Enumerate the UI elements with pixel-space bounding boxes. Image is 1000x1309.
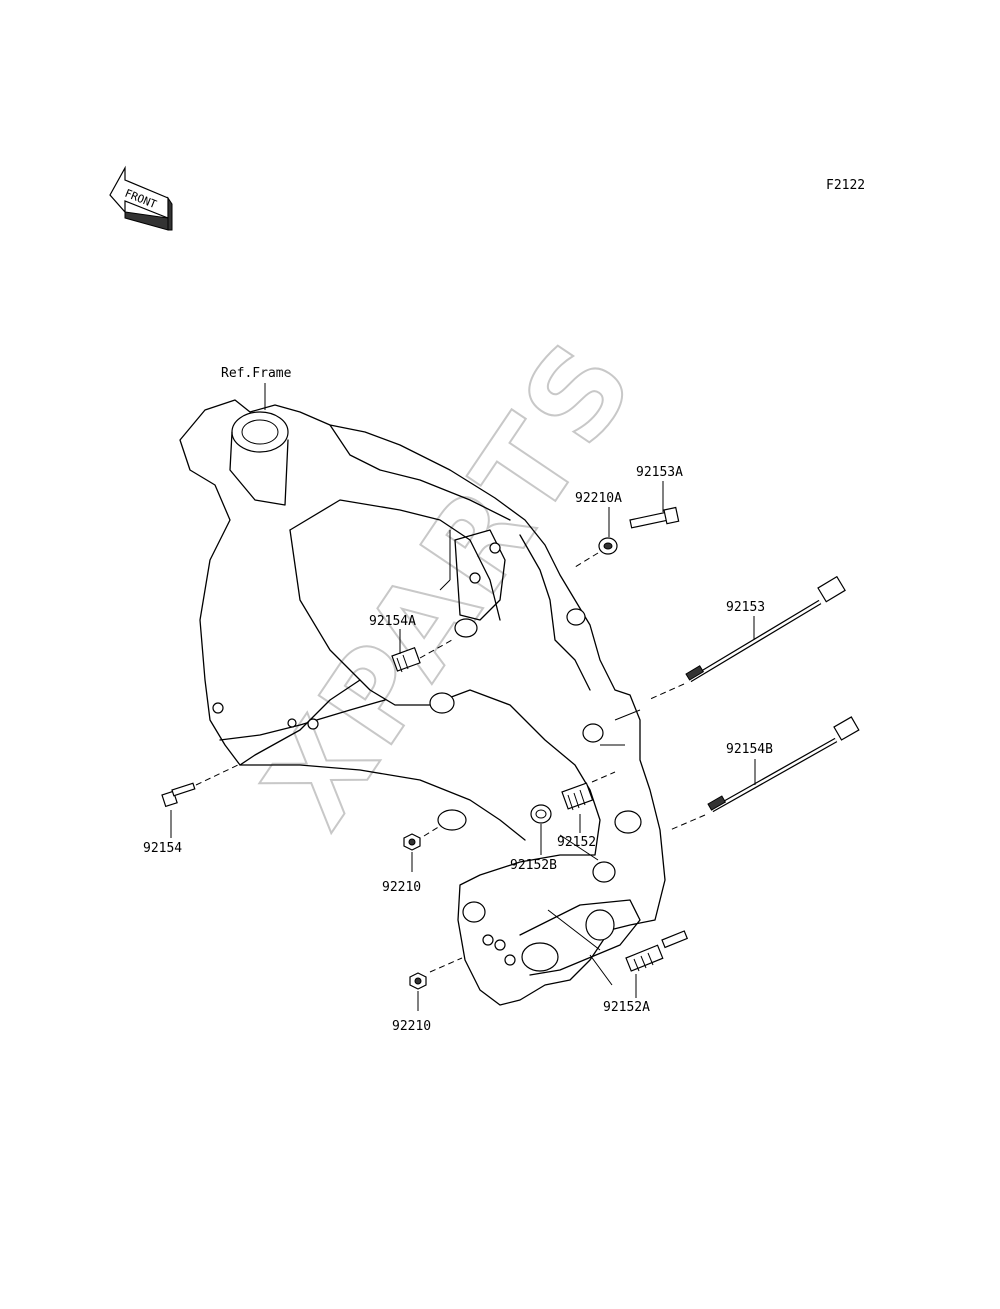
- part-92154B: 92154B: [726, 742, 773, 757]
- frame-body: [179, 399, 666, 1006]
- spacer-92152A-icon: [625, 930, 689, 972]
- part-92153A: 92153A: [636, 465, 683, 480]
- steering-head: [231, 411, 289, 453]
- front-arrow-icon: FRONT: [109, 165, 173, 231]
- watermark: XPARTS: [238, 314, 665, 853]
- watermark-text: XPARTS: [239, 315, 664, 852]
- part-92210-lower: 92210: [392, 1019, 431, 1034]
- part-92152: 92152: [557, 835, 596, 850]
- ref-frame-label: Ref.Frame: [221, 366, 292, 381]
- nut-92210-lower-icon: [409, 972, 427, 990]
- bolt-92153-icon: [685, 575, 846, 683]
- stud-92154A-icon: [391, 647, 421, 673]
- bolt-92154B-icon: [707, 716, 860, 813]
- bolt-92154-icon: [161, 782, 196, 808]
- part-92152A: 92152A: [603, 1000, 650, 1015]
- bolt-92153A-icon: [629, 506, 680, 529]
- diagram-code: F2122: [826, 178, 865, 193]
- part-92154: 92154: [143, 841, 182, 856]
- collar-92152B-icon: [530, 804, 552, 824]
- part-92152B: 92152B: [510, 858, 557, 873]
- nut-92210-upper-icon: [403, 833, 421, 851]
- part-92210A: 92210A: [575, 491, 622, 506]
- part-92154A: 92154A: [369, 614, 416, 629]
- part-92210-upper: 92210: [382, 880, 421, 895]
- nut-92210A-icon: [598, 537, 618, 555]
- spacer-92152-icon: [561, 782, 594, 811]
- part-92153: 92153: [726, 600, 765, 615]
